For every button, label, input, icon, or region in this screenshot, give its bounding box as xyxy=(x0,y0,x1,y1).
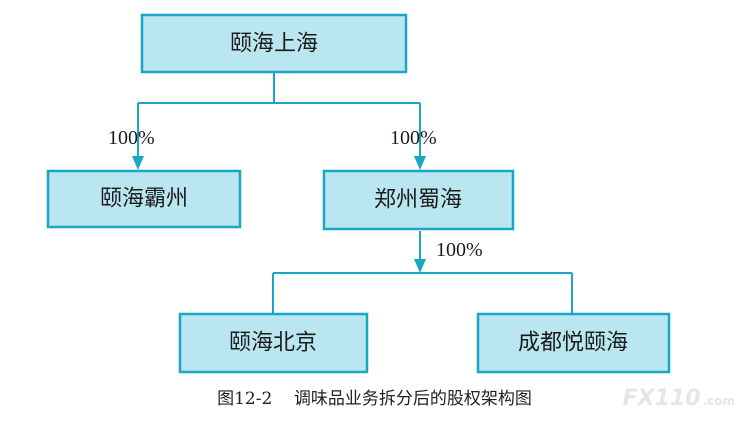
node-label-left: 颐海霸州 xyxy=(100,187,188,212)
arrowhead-left xyxy=(132,156,144,170)
node-label-top: 颐海上海 xyxy=(230,32,318,57)
figure-caption: 图12-2 调味品业务拆分后的股权架构图 xyxy=(217,389,532,409)
arrowhead-middle-down xyxy=(414,259,426,273)
watermark-suffix: .com xyxy=(702,394,735,408)
node-zhengzhou-shuhai: 郑州蜀海 xyxy=(322,169,515,231)
node-label-middle: 郑州蜀海 xyxy=(374,188,462,213)
arrowhead-middle xyxy=(414,156,426,170)
pct-label-middle-to-bottom: 100% xyxy=(436,239,483,261)
watermark-text: FX110 xyxy=(622,386,701,411)
pct-label-top-to-middle: 100% xyxy=(390,127,437,149)
watermark-logo: FX110 .com xyxy=(623,386,735,411)
node-yihai-shanghai: 颐海上海 xyxy=(140,13,408,74)
node-label-bottom-left: 颐海北京 xyxy=(229,331,317,356)
node-chengdu-yueyihai: 成都悦颐海 xyxy=(476,312,671,374)
node-label-bottom-right: 成都悦颐海 xyxy=(518,331,628,356)
node-yihai-bazhou: 颐海霸州 xyxy=(46,169,242,229)
node-yihai-beijing: 颐海北京 xyxy=(178,312,369,374)
pct-label-top-to-left: 100% xyxy=(108,127,155,149)
